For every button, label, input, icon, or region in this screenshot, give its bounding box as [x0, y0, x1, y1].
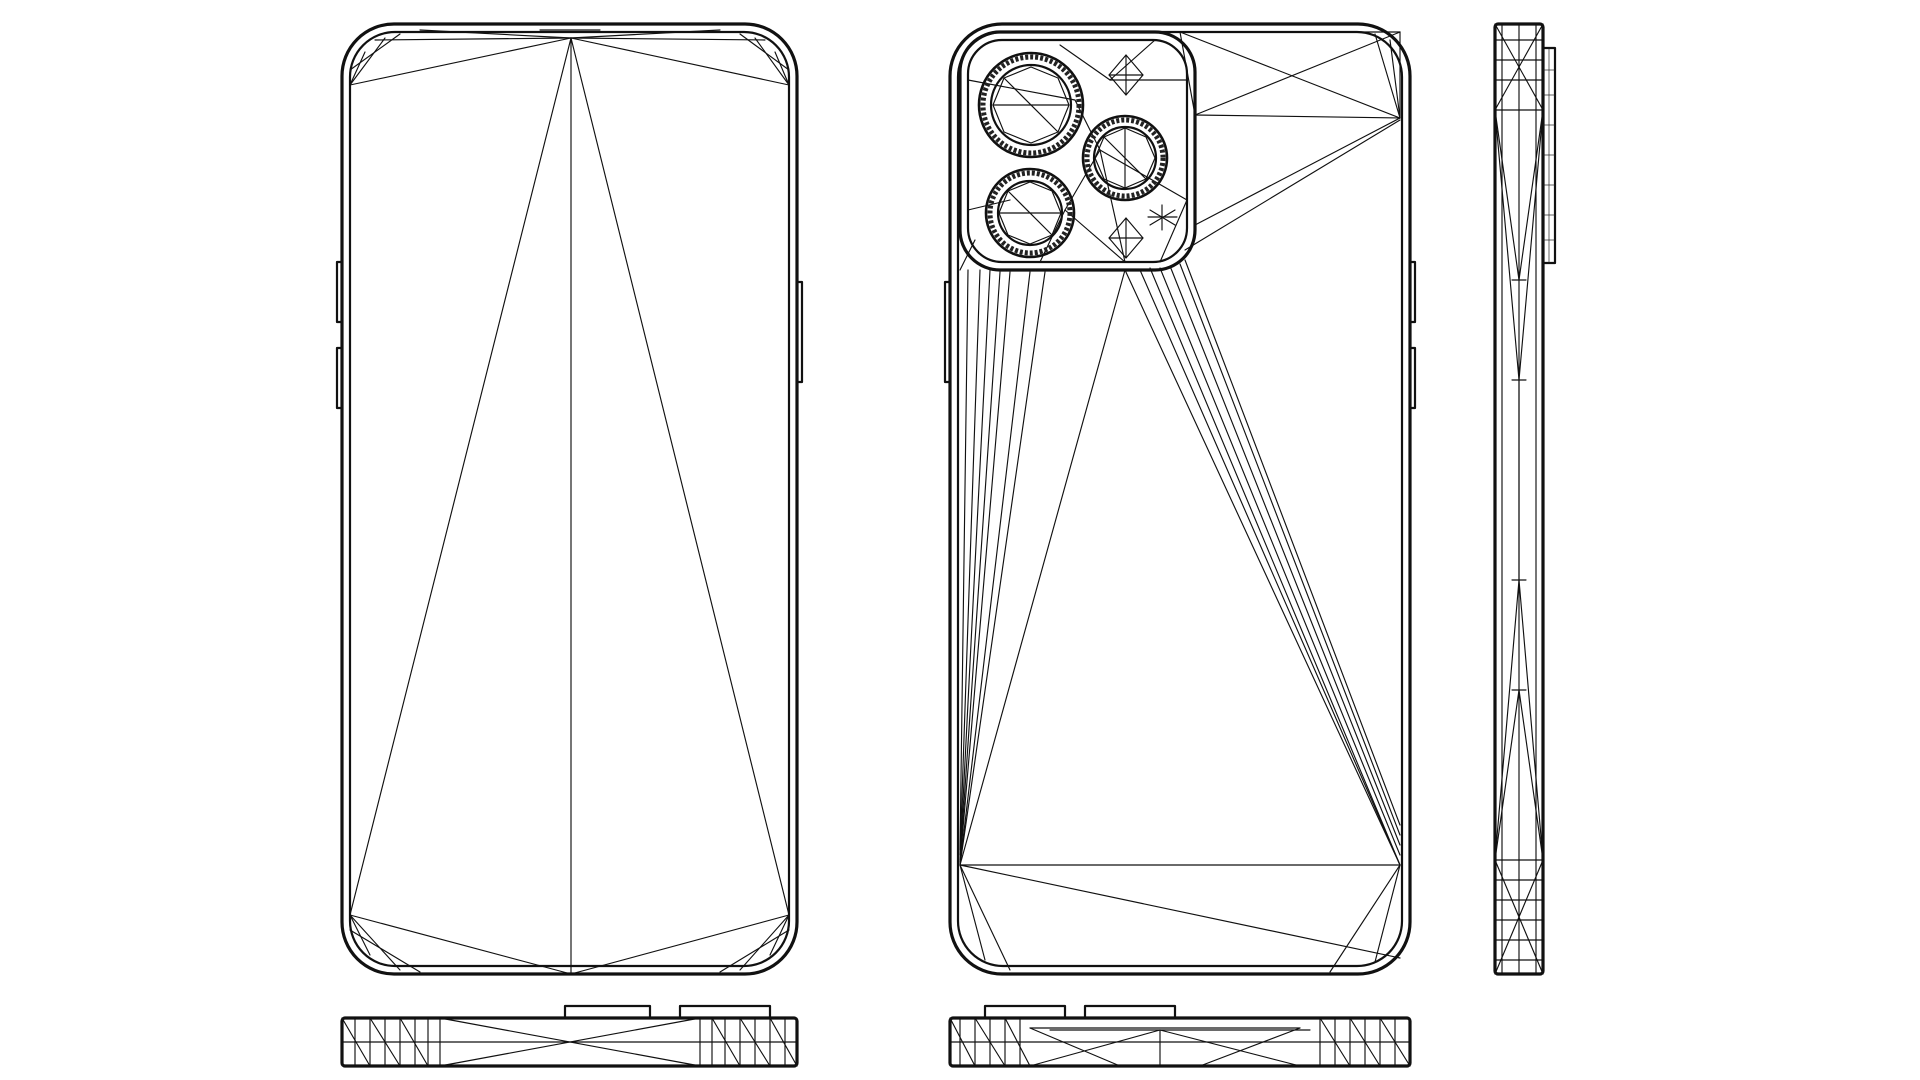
side-wireframe-mesh [1494, 23, 1544, 975]
camera-lens-3-icon [984, 167, 1076, 259]
camera-bump-inner [966, 38, 1189, 264]
front-outline [340, 22, 799, 976]
front-inner-outline [348, 30, 791, 968]
side-camera-mesh [1543, 48, 1555, 263]
camera-module [958, 30, 1197, 272]
back-view [943, 22, 1417, 976]
back-power-button [943, 280, 952, 384]
front-volume-down-button [335, 346, 344, 410]
camera-lens-2-icon [1081, 114, 1169, 202]
bottom-back-camera-bump-1 [983, 1004, 1067, 1020]
side-view [1493, 22, 1557, 976]
bottom-view-front [340, 1004, 799, 1068]
bottom-back-mesh [949, 1017, 1411, 1067]
bottom-front-camera-bump-1 [563, 1004, 652, 1020]
bottom-back-camera-bump-2 [1083, 1004, 1177, 1020]
bottom-front-mesh [341, 1017, 798, 1067]
front-power-button [795, 280, 804, 384]
front-volume-up-button [335, 260, 344, 324]
lidar-sensor-icon [1147, 204, 1178, 231]
front-view [335, 22, 804, 976]
back-wireframe-mesh [959, 31, 1401, 975]
back-volume-up-button [1408, 260, 1417, 324]
front-wireframe-mesh [349, 29, 790, 975]
back-volume-down-button [1408, 346, 1417, 410]
bottom-view-back [948, 1004, 1412, 1068]
back-outline [948, 22, 1412, 976]
bottom-front-camera-bump-2 [678, 1004, 772, 1020]
camera-lens-1-icon [977, 51, 1085, 159]
camera-bump-outline [958, 30, 1197, 272]
